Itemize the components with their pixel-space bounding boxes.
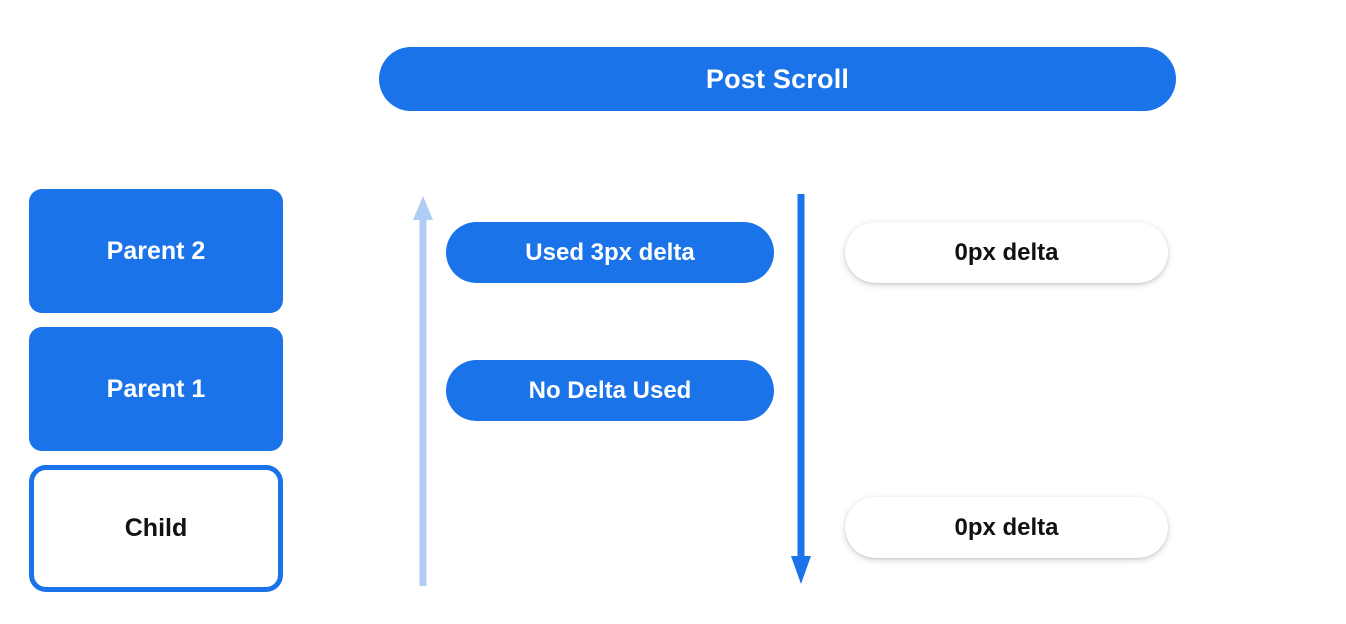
stack-box-child-label: Child [124, 514, 188, 542]
pill-no-delta-used-label: No Delta Used [528, 376, 692, 404]
post-scroll-banner: Post Scroll [379, 47, 1176, 111]
pill-zero-delta-top-label: 0px delta [954, 238, 1059, 266]
pill-used-3px-delta-label: Used 3px delta [525, 238, 695, 266]
pill-zero-delta-bottom: 0px delta [845, 497, 1168, 558]
arrow-up-icon [413, 196, 433, 586]
pill-zero-delta-top: 0px delta [845, 222, 1168, 283]
stack-box-parent-1: Parent 1 [29, 327, 283, 451]
stack-box-parent-2: Parent 2 [29, 189, 283, 313]
pill-used-3px-delta: Used 3px delta [446, 222, 774, 283]
stack-box-child: Child [29, 465, 283, 592]
post-scroll-banner-label: Post Scroll [705, 63, 850, 94]
arrow-down-icon [791, 194, 811, 584]
pill-zero-delta-bottom-label: 0px delta [954, 513, 1059, 541]
pill-no-delta-used: No Delta Used [446, 360, 774, 421]
stack-box-parent-2-label: Parent 2 [106, 236, 206, 265]
stack-box-parent-1-label: Parent 1 [106, 374, 206, 403]
